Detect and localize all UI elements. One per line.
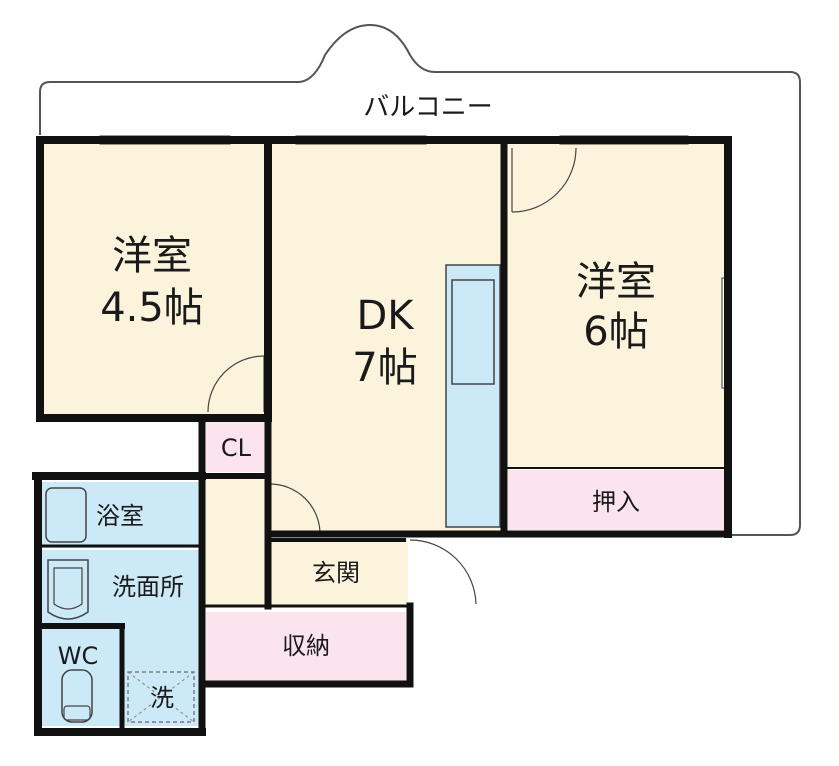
bathtub — [45, 487, 87, 543]
door-swing-hall — [269, 483, 321, 535]
entrance-label: 玄関 — [312, 559, 360, 587]
western-room-a-size: 4.5帖 — [100, 285, 204, 331]
door-swing-room-a — [207, 355, 265, 413]
washer-space — [127, 671, 195, 723]
western-room-a-name: 洋室 — [112, 233, 192, 279]
western-room-b-size: 6帖 — [583, 309, 648, 355]
walls — [32, 136, 732, 736]
balcony-label: バルコニー — [363, 93, 492, 123]
oshiire-label: 押入 — [592, 488, 640, 516]
toilet-fixture — [61, 669, 93, 723]
western-room-b-floor — [504, 142, 726, 467]
door-swing-entrance — [409, 539, 477, 605]
door-swing-room-b — [511, 147, 577, 213]
closet-label: CL — [221, 434, 252, 462]
dk-name: DK — [356, 293, 415, 339]
bathroom-floor — [40, 482, 198, 548]
dk-size: 7帖 — [352, 345, 417, 391]
western-room-a-floor — [40, 142, 268, 418]
washroom-label: 洗面所 — [112, 573, 184, 601]
washer-label: 洗 — [150, 684, 174, 712]
storage-label: 収納 — [282, 632, 330, 660]
hall-floor — [204, 478, 268, 606]
wash-basin — [47, 559, 89, 620]
toilet-label: WC — [58, 642, 99, 670]
entrance-floor — [268, 538, 408, 606]
kitchen-sink — [451, 279, 495, 385]
closet-floor — [206, 422, 266, 472]
storage-floor — [206, 612, 406, 682]
oshiire-floor — [508, 470, 724, 530]
balcony-outline — [39, 23, 801, 536]
western-room-b-name: 洋室 — [576, 259, 656, 305]
bathroom-label: 浴室 — [96, 502, 144, 530]
